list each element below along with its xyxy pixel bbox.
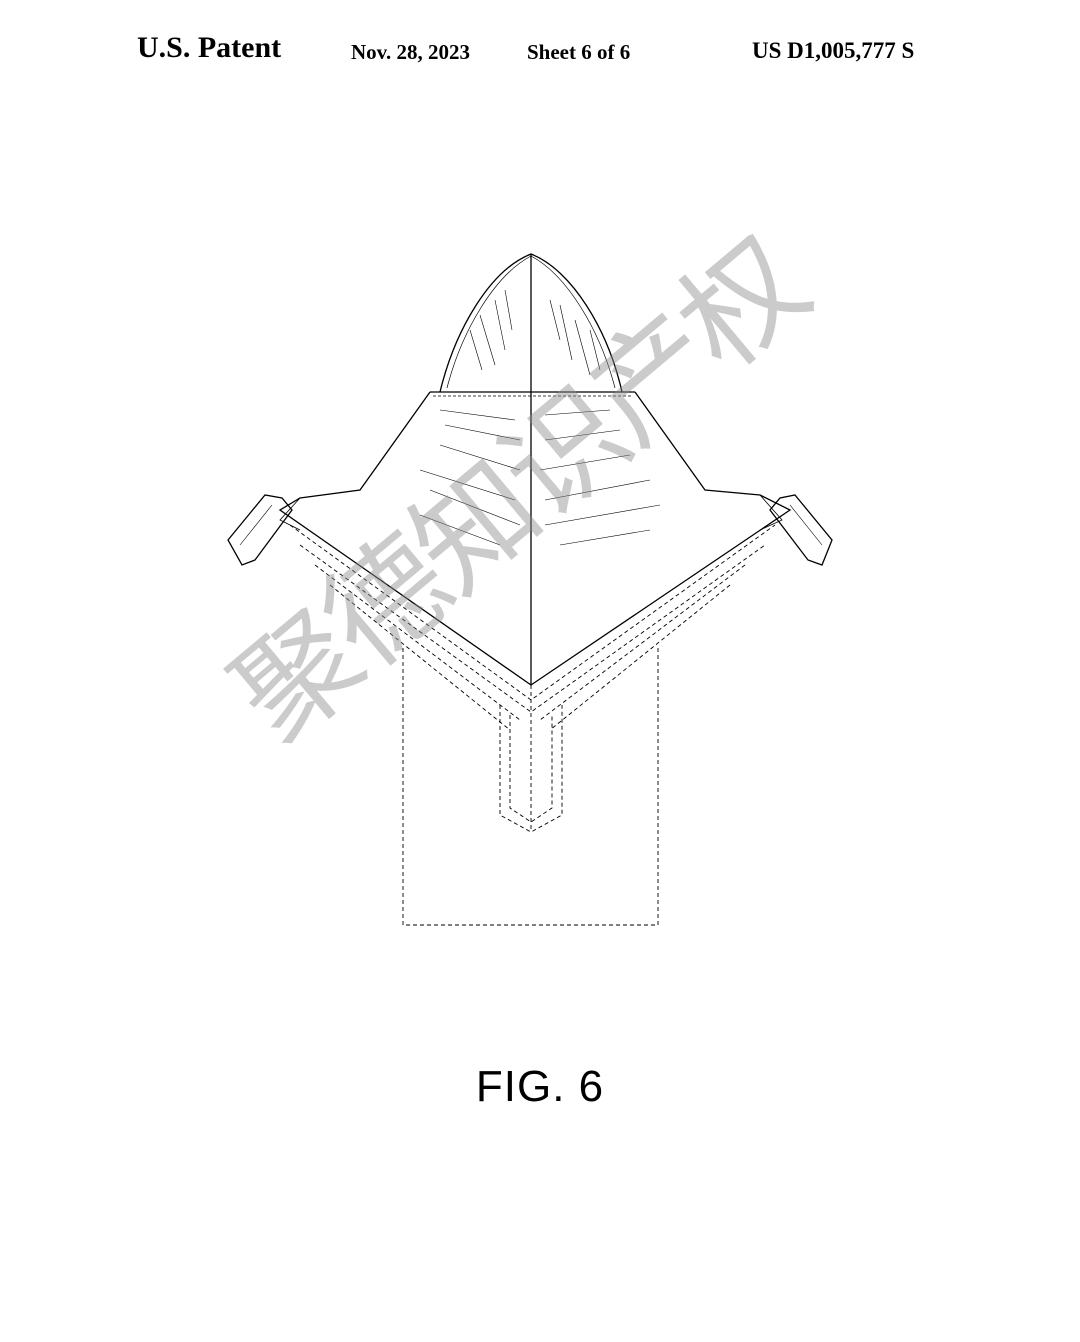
header-patent-number: US D1,005,777 S <box>752 38 915 63</box>
hidden-lines <box>289 524 776 926</box>
dome-inner-right <box>530 255 616 389</box>
dome-hatching <box>469 289 601 376</box>
figure-label: FIG. 6 <box>475 1062 605 1111</box>
dome-inner-left <box>446 255 532 389</box>
environment-box <box>402 648 659 926</box>
header-sheet: Sheet 6 of 6 <box>527 40 631 64</box>
header-date: Nov. 28, 2023 <box>351 40 471 64</box>
right-handle <box>769 494 833 566</box>
header-title: U.S. Patent <box>137 31 282 64</box>
body-hatching <box>419 409 661 546</box>
left-handle <box>227 494 293 566</box>
